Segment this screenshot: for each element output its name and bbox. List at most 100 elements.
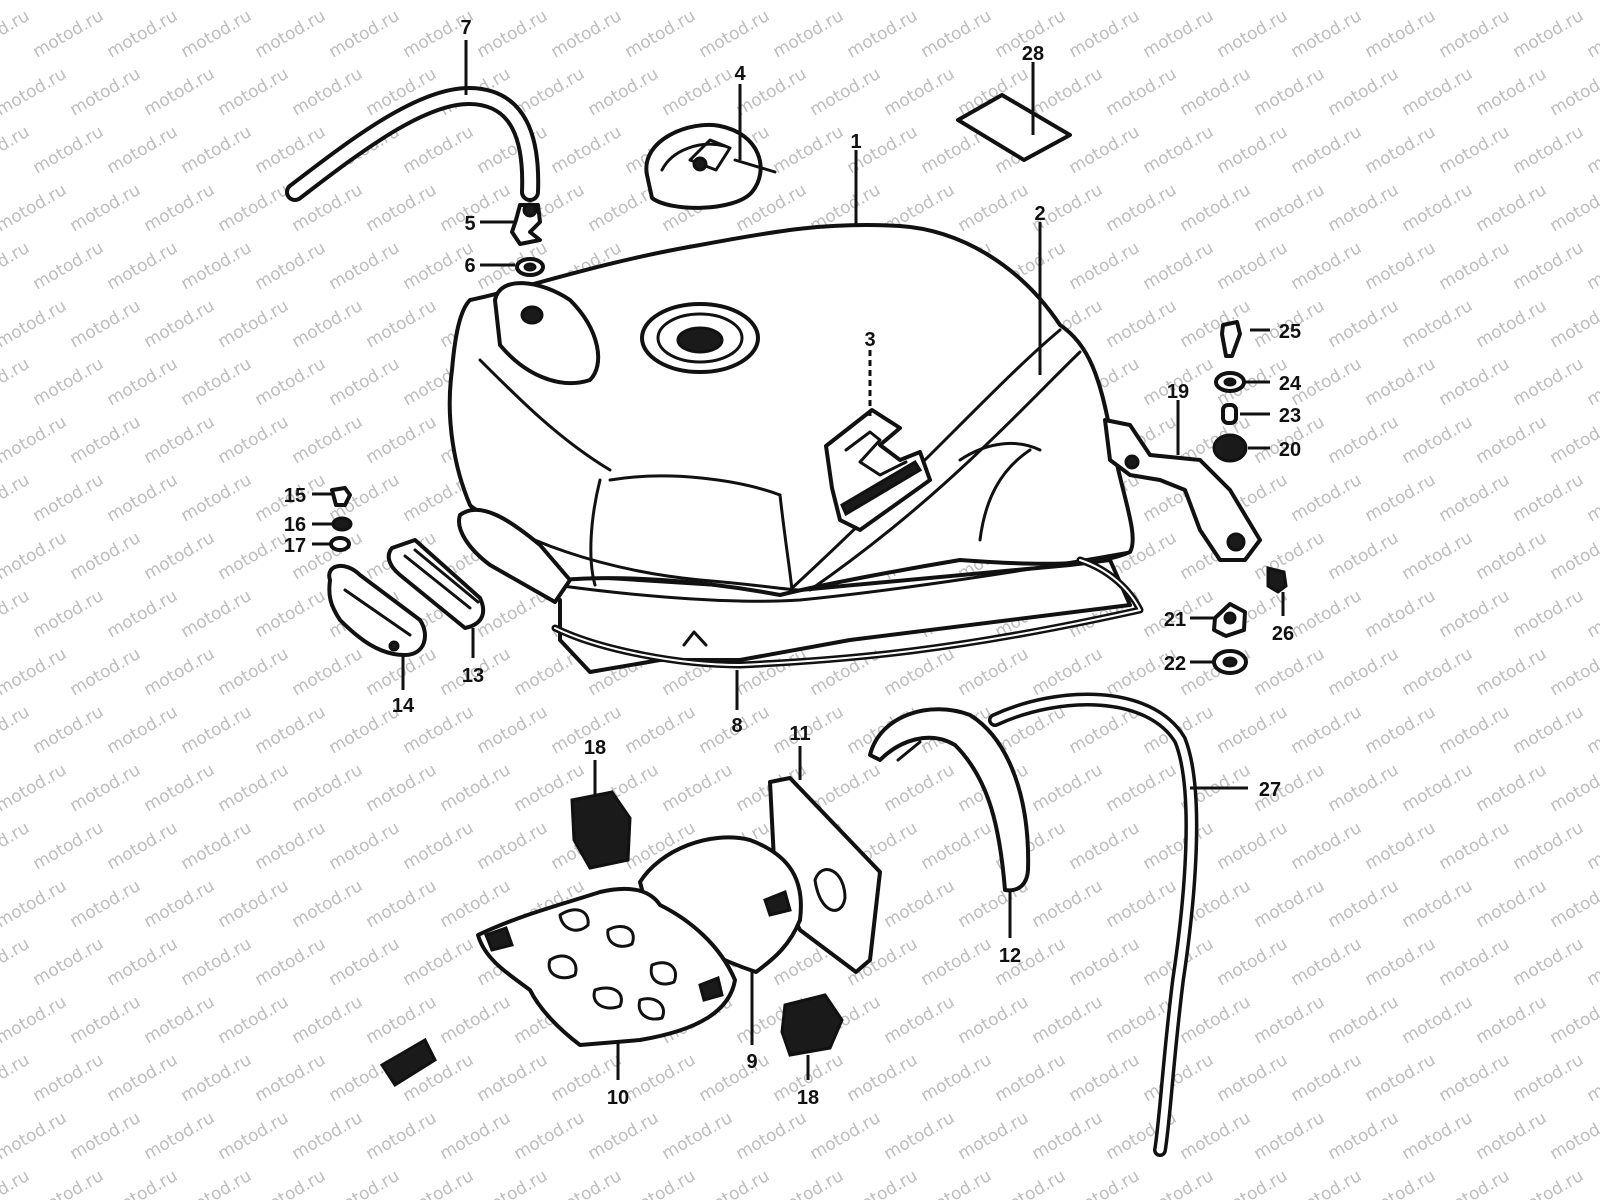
watermark-text: motod.ru	[215, 180, 293, 236]
watermark-text: motod.ru	[1584, 470, 1600, 526]
watermark-text: motod.ru	[437, 0, 515, 4]
callout-14: 14	[392, 695, 415, 717]
watermark-text: motod.ru	[0, 122, 33, 178]
watermark-text: motod.ru	[918, 1166, 996, 1200]
part-1-fuel-tank[interactable]	[447, 223, 1135, 674]
watermark-text: motod.ru	[67, 644, 145, 700]
watermark-text: motod.ru	[1473, 296, 1551, 352]
part-13-rubber-pad[interactable]	[386, 538, 486, 630]
part-5-nipple[interactable]	[510, 202, 542, 246]
watermark-text: motod.ru	[696, 6, 774, 62]
part-21-nut[interactable]	[1212, 602, 1247, 638]
part-15-bolt[interactable]	[330, 486, 352, 507]
part-26-bolt[interactable]	[1266, 566, 1288, 594]
watermark-text: motod.ru	[1584, 702, 1600, 758]
watermark-text: motod.ru	[104, 470, 182, 526]
part-23-collar[interactable]	[1221, 403, 1238, 425]
watermark-text: motod.ru	[955, 644, 1033, 700]
watermark-text: motod.ru	[1214, 934, 1292, 990]
watermark-text: motod.ru	[178, 6, 256, 62]
watermark-text: motod.ru	[918, 1050, 996, 1106]
watermark-text: motod.ru	[178, 1166, 256, 1200]
watermark-text: motod.ru	[326, 1166, 404, 1200]
part-20-cushion[interactable]	[1212, 433, 1248, 463]
watermark-text: motod.ru	[1251, 64, 1329, 120]
part-10-insulator[interactable]	[476, 886, 737, 1047]
watermark-text: motod.ru	[67, 876, 145, 932]
watermark-text: motod.ru	[881, 64, 959, 120]
watermark-text: motod.ru	[67, 528, 145, 584]
watermark-text: motod.ru	[1436, 586, 1514, 642]
part-4-fuel-cap[interactable]	[644, 123, 777, 210]
watermark-text: motod.ru	[1436, 354, 1514, 410]
watermark-text: motod.ru	[0, 6, 33, 62]
callout-16: 16	[284, 514, 306, 536]
watermark-text: motod.ru	[474, 818, 552, 874]
part-18-clip-b[interactable]	[780, 993, 844, 1057]
part-27-drain-hose[interactable]	[988, 692, 1199, 1157]
watermark-text: motod.ru	[844, 1166, 922, 1200]
callout-12: 12	[999, 945, 1021, 967]
watermark-text: motod.ru	[289, 760, 367, 816]
callout-4: 4	[734, 63, 746, 85]
watermark-text: motod.ru	[1140, 818, 1218, 874]
watermark-text: motod.ru	[0, 528, 70, 584]
watermark-text: motod.ru	[30, 238, 108, 294]
callout-10: 10	[607, 1087, 629, 1109]
callout-9: 9	[746, 1051, 757, 1073]
watermark-text: motod.ru	[1362, 1050, 1440, 1106]
watermark-text: motod.ru	[1066, 122, 1144, 178]
watermark-text: motod.ru	[289, 876, 367, 932]
watermark-text: motod.ru	[1251, 0, 1329, 4]
watermark-text: motod.ru	[1214, 238, 1292, 294]
watermark-text: motod.ru	[1029, 0, 1107, 4]
watermark-text: motod.ru	[1325, 296, 1403, 352]
part-22-washer[interactable]	[1212, 649, 1248, 675]
watermark-text: motod.ru	[955, 1108, 1033, 1164]
callout-15: 15	[284, 485, 306, 507]
watermark-text: motod.ru	[437, 992, 515, 1048]
watermark-text: motod.ru	[289, 412, 367, 468]
watermark-text: motod.ru	[1362, 470, 1440, 526]
watermark-text: motod.ru	[141, 64, 219, 120]
watermark-text: motod.ru	[1251, 644, 1329, 700]
part-25-bolt[interactable]	[1220, 320, 1242, 358]
watermark-text: motod.ru	[1436, 238, 1514, 294]
part-18-clip-a[interactable]	[570, 790, 632, 870]
watermark-text: motod.ru	[0, 412, 70, 468]
part-3-emblem[interactable]	[824, 408, 932, 532]
watermark-text: motod.ru	[178, 122, 256, 178]
watermark-text: motod.ru	[1251, 528, 1329, 584]
watermark-text: motod.ru	[1547, 644, 1600, 700]
watermark-text: motod.ru	[1510, 122, 1588, 178]
part-17-washer[interactable]	[329, 536, 351, 552]
part-19-bracket[interactable]	[1103, 418, 1262, 562]
part-12-protector[interactable]	[868, 707, 1031, 893]
part-14-cushion[interactable]	[327, 564, 427, 657]
watermark-text: motod.ru	[474, 1166, 552, 1200]
part-24-washer[interactable]	[1214, 371, 1246, 393]
watermark-text: motod.ru	[363, 180, 441, 236]
part-28-label[interactable]	[956, 93, 1072, 162]
watermark-text: motod.ru	[659, 0, 737, 4]
watermark-text: motod.ru	[1473, 528, 1551, 584]
watermark-text: motod.ru	[1177, 992, 1255, 1048]
watermark-text: motod.ru	[363, 0, 441, 4]
part-18-clip-c[interactable]	[379, 1037, 437, 1088]
watermark-text: motod.ru	[252, 586, 330, 642]
part-8-seal[interactable]	[551, 556, 1144, 669]
watermark-text: motod.ru	[1547, 412, 1600, 468]
watermark-text: motod.ru	[1029, 1108, 1107, 1164]
watermark-text: motod.ru	[1547, 1108, 1600, 1164]
watermark-text: motod.ru	[104, 238, 182, 294]
watermark-text: motod.ru	[252, 1166, 330, 1200]
part-7-vent-hose[interactable]	[285, 85, 541, 202]
watermark-text: motod.ru	[104, 934, 182, 990]
watermark-text: motod.ru	[1362, 702, 1440, 758]
part-16-washer[interactable]	[331, 516, 353, 532]
watermark-text: motod.ru	[1473, 644, 1551, 700]
part-6-washer[interactable]	[515, 257, 545, 277]
watermark-text: motod.ru	[67, 64, 145, 120]
watermark-text: motod.ru	[1362, 818, 1440, 874]
watermark-text: motod.ru	[30, 122, 108, 178]
